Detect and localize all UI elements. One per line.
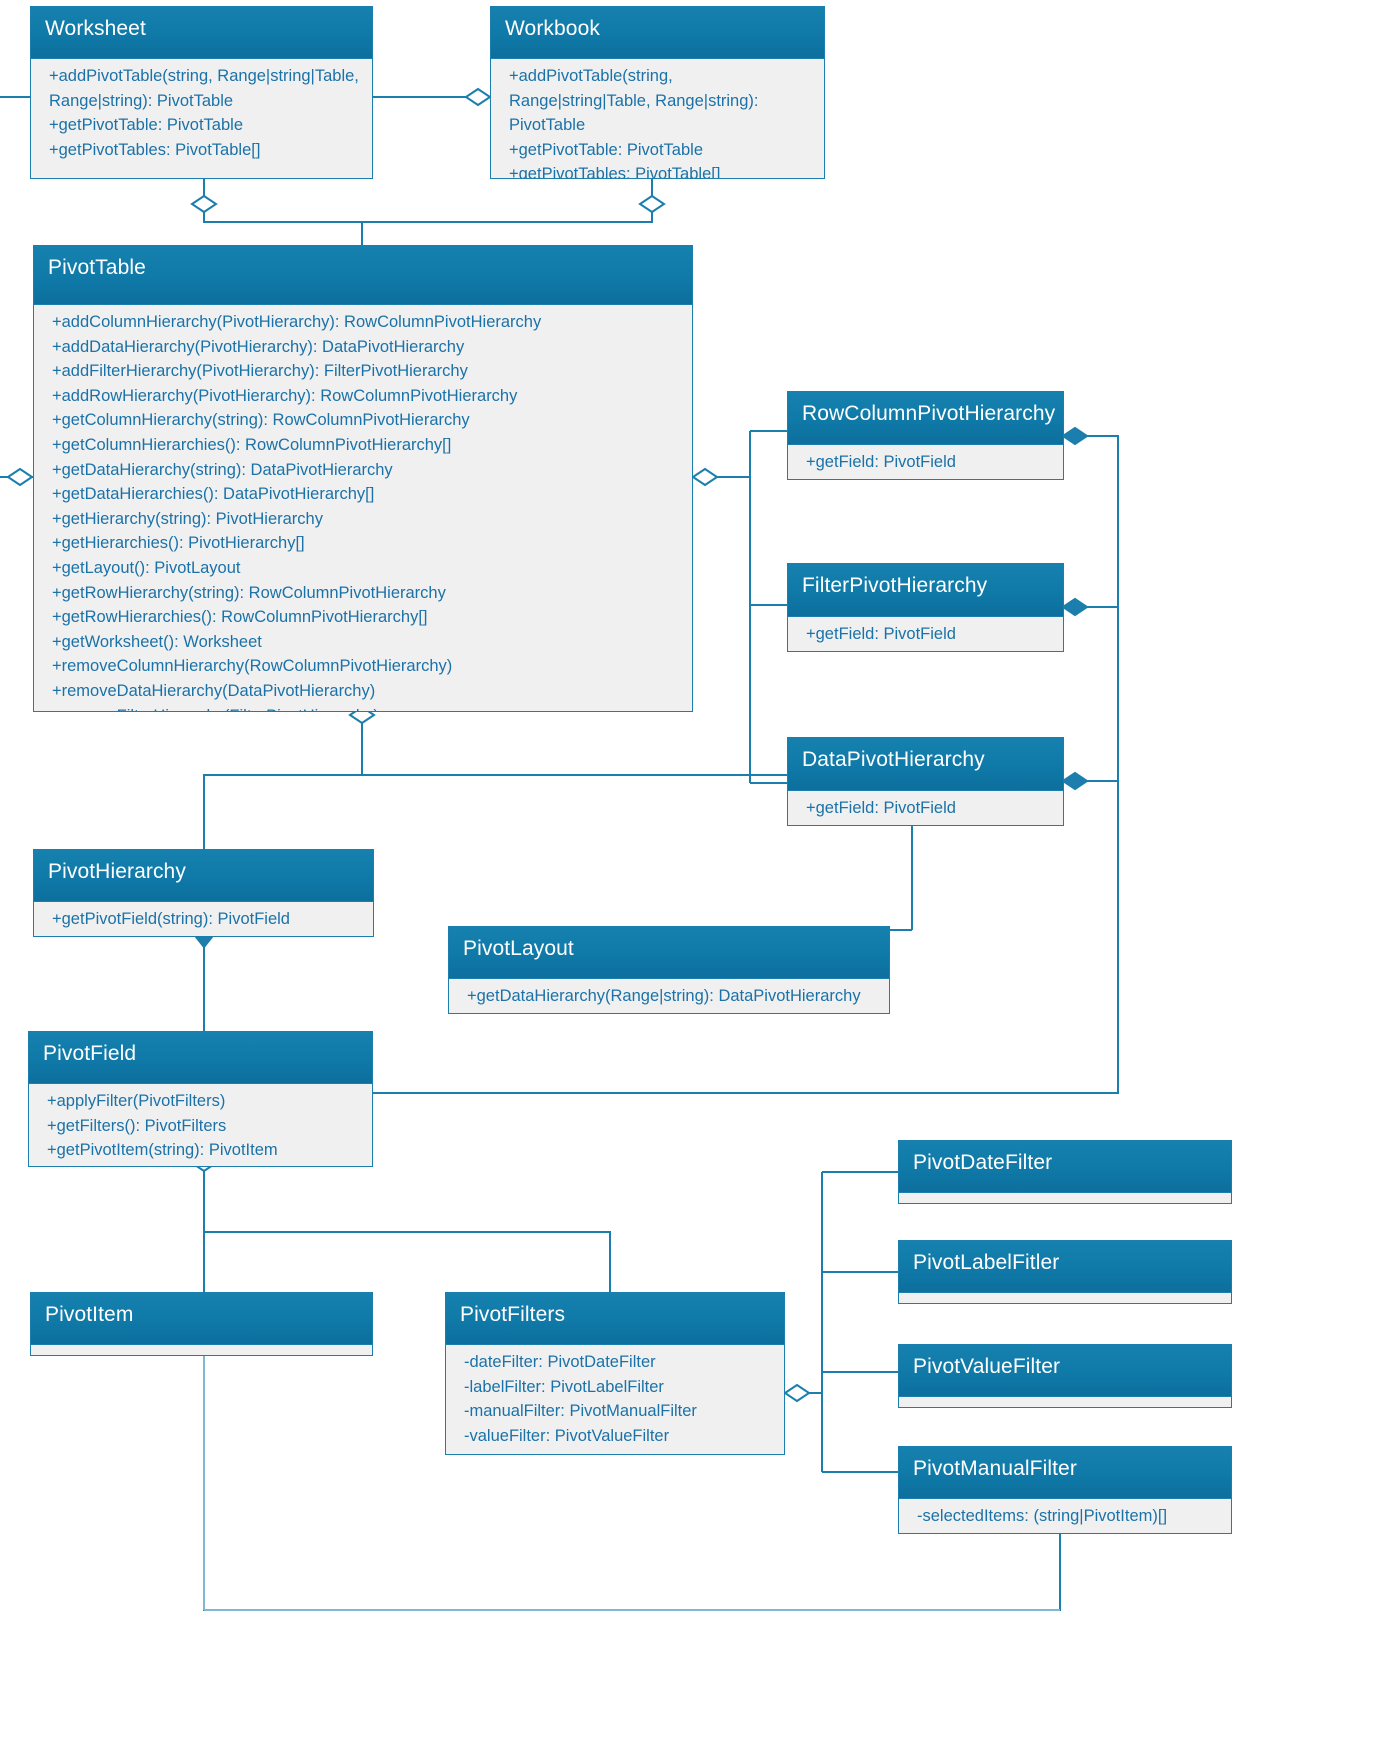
class-header-pivotdatefilter: PivotDateFilter <box>899 1141 1231 1192</box>
class-box-datapivothierarchy[interactable]: DataPivotHierarchy +getField: PivotField <box>787 737 1064 826</box>
class-member: +getFilters(): PivotFilters <box>47 1116 227 1135</box>
class-header-filterpivothierarchy: FilterPivotHierarchy <box>788 564 1063 616</box>
class-header-pivotvaluefilter: PivotValueFilter <box>899 1345 1231 1396</box>
class-title: DataPivotHierarchy <box>802 748 985 771</box>
class-members-pivotitem <box>31 1344 372 1355</box>
class-title: PivotField <box>43 1042 137 1065</box>
class-box-pivotitem[interactable]: PivotItem <box>30 1292 373 1356</box>
class-member: +getRowHierarchies(): RowColumnPivotHier… <box>52 608 428 627</box>
class-member: +getColumnHierarchies(): RowColumnPivotH… <box>52 435 452 454</box>
class-members-pivotfilters: -dateFilter: PivotDateFilter -labelFilte… <box>446 1344 784 1454</box>
class-member: +addRowHierarchy(PivotHierarchy): RowCol… <box>52 386 518 405</box>
class-member: +getHierarchies(): PivotHierarchy[] <box>52 534 305 553</box>
class-members-pivotdatefilter <box>899 1192 1231 1203</box>
class-header-datapivothierarchy: DataPivotHierarchy <box>788 738 1063 790</box>
class-title: PivotValueFilter <box>913 1355 1061 1378</box>
class-header-pivotlayout: PivotLayout <box>449 927 889 978</box>
class-title: PivotDateFilter <box>913 1151 1053 1174</box>
class-member: +applyFilter(PivotFilters) <box>47 1092 226 1110</box>
class-title: Worksheet <box>45 17 146 40</box>
class-header-workbook: Workbook <box>491 7 824 58</box>
class-member: +getDataHierarchy(Range|string): DataPiv… <box>467 987 861 1005</box>
class-title: PivotTable <box>48 256 146 279</box>
class-members-pivotvaluefilter <box>899 1396 1231 1407</box>
class-title: FilterPivotHierarchy <box>802 574 988 597</box>
class-members-workbook: +addPivotTable(string, Range|string|Tabl… <box>491 58 824 178</box>
class-member: +getPivotTable: PivotTable <box>49 116 243 135</box>
class-header-rowcolumnpivothierarchy: RowColumnPivotHierarchy <box>788 392 1063 444</box>
class-member: +getRowHierarchy(string): RowColumnPivot… <box>52 583 446 602</box>
class-box-pivotlabelfitler[interactable]: PivotLabelFitler <box>898 1240 1232 1304</box>
class-box-pivottable[interactable]: PivotTable +addColumnHierarchy(PivotHier… <box>33 245 693 712</box>
class-box-pivotfilters[interactable]: PivotFilters -dateFilter: PivotDateFilte… <box>445 1292 785 1455</box>
class-header-worksheet: Worksheet <box>31 7 372 58</box>
class-members-filterpivothierarchy: +getField: PivotField <box>788 616 1063 651</box>
class-box-pivotfield[interactable]: PivotField +applyFilter(PivotFilters) +g… <box>28 1031 373 1167</box>
class-box-pivotlayout[interactable]: PivotLayout +getDataHierarchy(Range|stri… <box>448 926 890 1014</box>
class-header-pivotmanualfilter: PivotManualFilter <box>899 1447 1231 1498</box>
class-title: PivotManualFilter <box>913 1457 1077 1480</box>
class-header-pivotlabelfitler: PivotLabelFitler <box>899 1241 1231 1292</box>
class-members-rowcolumnpivothierarchy: +getField: PivotField <box>788 444 1063 479</box>
class-member: +getField: PivotField <box>806 625 956 643</box>
class-box-workbook[interactable]: Workbook +addPivotTable(string, Range|st… <box>490 6 825 179</box>
class-member: +addDataHierarchy(PivotHierarchy): DataP… <box>52 337 465 356</box>
class-member: +getDataHierarchy(string): DataPivotHier… <box>52 460 393 479</box>
class-members-pivothierarchy: +getPivotField(string): PivotField <box>34 901 373 936</box>
class-member: +getHierarchy(string): PivotHierarchy <box>52 509 323 528</box>
class-member: -manualFilter: PivotManualFilter <box>464 1402 697 1421</box>
class-members-datapivothierarchy: +getField: PivotField <box>788 790 1063 825</box>
class-member: +getPivotField(string): PivotField <box>52 910 290 928</box>
class-members-pivotfield: +applyFilter(PivotFilters) +getFilters()… <box>29 1083 372 1166</box>
class-member: +getPivotItem(string): PivotItem <box>47 1141 278 1160</box>
class-members-pivotlayout: +getDataHierarchy(Range|string): DataPiv… <box>449 978 889 1013</box>
class-member: -valueFilter: PivotValueFilter <box>464 1426 670 1445</box>
class-members-pivotmanualfilter: -selectedItems: (string|PivotItem)[] <box>899 1498 1231 1533</box>
class-member: +getWorksheet(): Worksheet <box>52 632 262 651</box>
class-box-pivotvaluefilter[interactable]: PivotValueFilter <box>898 1344 1232 1408</box>
class-member: +addColumnHierarchy(PivotHierarchy): Row… <box>52 313 542 331</box>
class-member: +removeFilterHierarchy(FilterPivotHierar… <box>34 704 692 712</box>
class-members-pivottable: +addColumnHierarchy(PivotHierarchy): Row… <box>34 304 692 711</box>
class-member: -dateFilter: PivotDateFilter <box>464 1353 656 1371</box>
class-header-pivotitem: PivotItem <box>31 1293 372 1344</box>
class-member: +getPivotTable: PivotTable <box>509 140 703 159</box>
class-title: PivotLabelFitler <box>913 1251 1060 1274</box>
class-header-pivotfilters: PivotFilters <box>446 1293 784 1344</box>
class-member: +removeColumnHierarchy(RowColumnPivotHie… <box>52 657 453 676</box>
class-box-rowcolumnpivothierarchy[interactable]: RowColumnPivotHierarchy +getField: Pivot… <box>787 391 1064 480</box>
class-member: +getPivotTables: PivotTable[] <box>49 140 261 159</box>
class-header-pivotfield: PivotField <box>29 1032 372 1083</box>
class-title: RowColumnPivotHierarchy <box>802 402 1056 425</box>
class-members-worksheet: +addPivotTable(string, Range|string|Tabl… <box>31 58 372 178</box>
class-title: PivotFilters <box>460 1303 566 1326</box>
class-member: +getDataHierarchies(): DataPivotHierarch… <box>52 485 375 504</box>
class-header-pivottable: PivotTable <box>34 246 692 304</box>
class-members-pivotlabelfitler <box>899 1292 1231 1303</box>
class-member: +addPivotTable(string, Range|string|Tabl… <box>49 67 359 110</box>
class-member: +removeDataHierarchy(DataPivotHierarchy) <box>52 681 376 700</box>
class-member: +getField: PivotField <box>806 453 956 471</box>
class-member: +getColumnHierarchy(string): RowColumnPi… <box>52 411 470 430</box>
class-box-worksheet[interactable]: Worksheet +addPivotTable(string, Range|s… <box>30 6 373 179</box>
class-title: PivotItem <box>45 1303 134 1326</box>
class-member: -labelFilter: PivotLabelFilter <box>464 1377 664 1396</box>
class-member: +getLayout(): PivotLayout <box>52 558 241 577</box>
class-box-filterpivothierarchy[interactable]: FilterPivotHierarchy +getField: PivotFie… <box>787 563 1064 652</box>
class-box-pivotdatefilter[interactable]: PivotDateFilter <box>898 1140 1232 1204</box>
class-header-pivothierarchy: PivotHierarchy <box>34 850 373 901</box>
class-box-pivotmanualfilter[interactable]: PivotManualFilter -selectedItems: (strin… <box>898 1446 1232 1534</box>
class-title: PivotHierarchy <box>48 860 186 883</box>
class-box-pivothierarchy[interactable]: PivotHierarchy +getPivotField(string): P… <box>33 849 374 937</box>
class-title: Workbook <box>505 17 600 40</box>
class-member: +getField: PivotField <box>806 799 956 817</box>
class-member: +addPivotTable(string, Range|string|Tabl… <box>509 67 759 135</box>
class-member: +addFilterHierarchy(PivotHierarchy): Fil… <box>52 362 468 381</box>
class-member: +getPivotTables: PivotTable[] <box>509 165 721 178</box>
class-member: -selectedItems: (string|PivotItem)[] <box>917 1507 1168 1525</box>
class-title: PivotLayout <box>463 937 574 960</box>
